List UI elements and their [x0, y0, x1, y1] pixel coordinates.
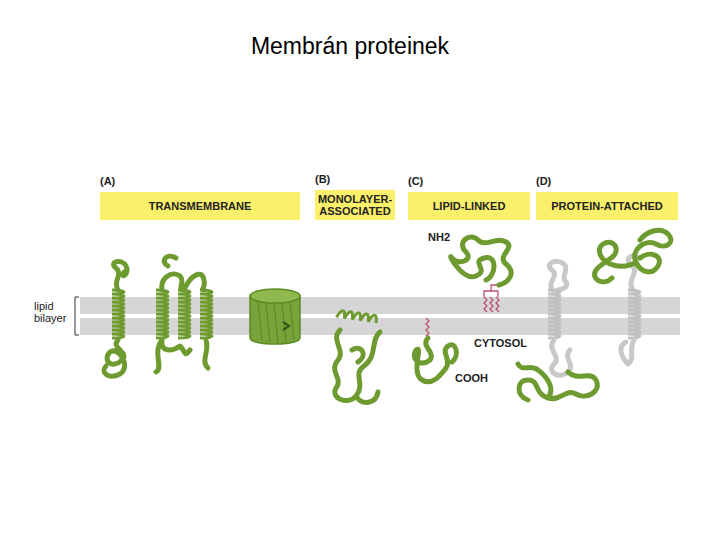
- beta-barrel-top: [250, 289, 300, 303]
- protein-loop: [156, 340, 208, 372]
- panel-letter: (C): [408, 175, 423, 187]
- protein-domain: [335, 330, 380, 402]
- protein-domain: [595, 230, 671, 281]
- page-title: Membrán proteinek: [150, 33, 550, 60]
- beta-strands: [258, 302, 294, 343]
- protein-loop: [114, 262, 127, 290]
- lipid-anchor: [426, 318, 429, 336]
- partner-protein-loop: [621, 340, 634, 364]
- category-band: (D)PROTEIN-ATTACHED: [536, 192, 678, 220]
- category-name: PROTEIN-ATTACHED: [551, 200, 662, 212]
- amphipathic-helix: [336, 310, 377, 323]
- partner-helix: [628, 290, 640, 338]
- panel-letter: (D): [536, 175, 551, 187]
- protein-domain: [104, 340, 125, 376]
- terminus-label: NH2: [428, 231, 468, 243]
- panel-letter: (B): [315, 173, 330, 185]
- beta-barrel-arrow: [283, 322, 289, 330]
- alpha-helix: [112, 290, 124, 338]
- category-band: (A)TRANSMEMBRANE: [100, 192, 300, 220]
- bilayer-bracket: [75, 297, 79, 335]
- bilayer-label: lipid bilayer: [34, 300, 76, 324]
- panel-letter: (A): [100, 175, 115, 187]
- alpha-helix: [156, 290, 168, 338]
- category-name: LIPID-LINKED: [433, 200, 506, 212]
- bilayer-outer-leaflet: [80, 297, 680, 314]
- gpi-anchor: [484, 285, 499, 312]
- protein-domain: [451, 237, 511, 285]
- partner-protein-loop: [549, 262, 566, 290]
- category-band: (B)MONOLAYER-ASSOCIATED: [315, 190, 395, 220]
- category-name: MONOLAYER-ASSOCIATED: [315, 193, 395, 217]
- protein-loop: [162, 256, 205, 290]
- alpha-helix: [200, 290, 212, 338]
- terminus-label: COOH: [455, 372, 505, 384]
- protein-domain: [518, 364, 597, 400]
- protein-domain: [414, 338, 456, 382]
- category-band: (C)LIPID-LINKED: [408, 192, 530, 220]
- compartment-label: CYTOSOL: [474, 337, 544, 349]
- alpha-helix: [178, 290, 190, 338]
- partner-helix: [548, 290, 560, 338]
- category-name: TRANSMEMBRANE: [149, 200, 252, 212]
